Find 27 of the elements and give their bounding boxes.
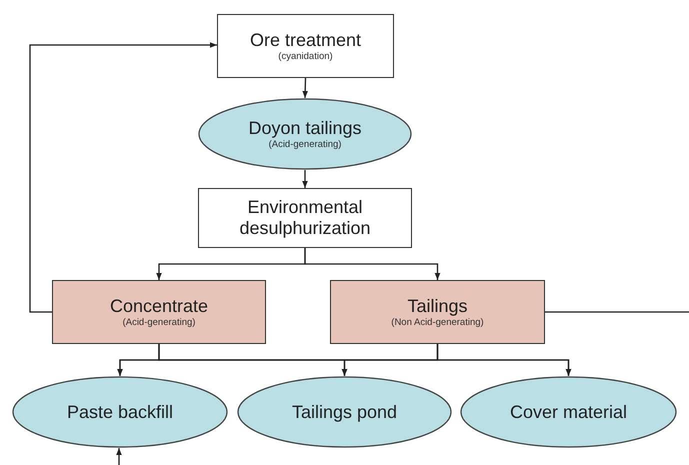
ellipse-node [198, 98, 412, 170]
arrow [302, 78, 308, 98]
arrow [304, 248, 440, 280]
node-title: Tailings [407, 296, 468, 316]
node-title: Ore treatment [250, 30, 362, 50]
node-title: Environmental desulphurization [238, 197, 372, 239]
ellipse-node [12, 376, 228, 448]
node-subtitle: (Acid-generating) [122, 316, 196, 328]
arrow [436, 344, 572, 376]
node-title: Tailings pond [292, 402, 398, 422]
node-title: Concentrate [110, 296, 208, 316]
process-box [330, 280, 545, 344]
arrow [302, 170, 308, 188]
process-box [217, 14, 394, 78]
connector-line [545, 311, 689, 313]
arrow [29, 42, 217, 313]
ellipse-node [237, 376, 452, 448]
node-subtitle: (Non Acid-generating) [391, 316, 484, 328]
process-box [52, 280, 266, 344]
arrow [116, 448, 122, 465]
node-subtitle: (cyanidation) [278, 50, 333, 62]
node-title: Doyon tailings [248, 118, 362, 138]
process-box [198, 188, 412, 248]
node-subtitle: (Acid-generating) [268, 138, 342, 150]
node-title: Paste backfill [66, 402, 174, 422]
ellipse-node [460, 376, 677, 448]
node-title: Cover material [510, 402, 628, 422]
